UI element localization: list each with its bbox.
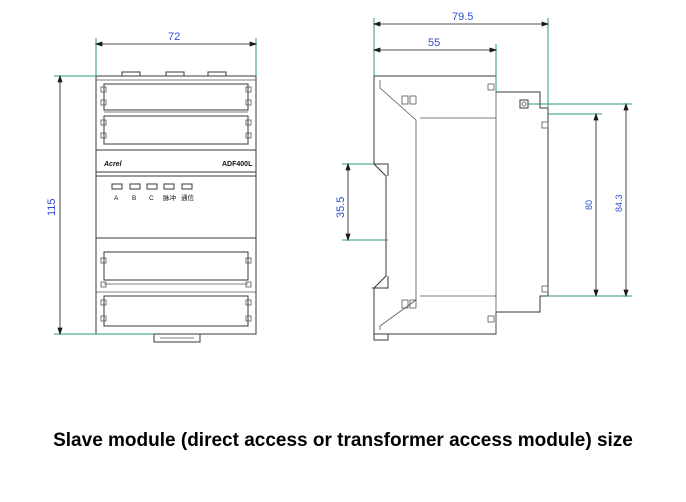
figure-caption: Slave module (direct access or transform… [53, 430, 633, 451]
front-height-dimension: 115 [46, 198, 58, 216]
front-body-outline [95, 75, 257, 335]
indicator-label-c: C [149, 195, 154, 202]
side-view: 79.5 55 35.5 80 84.3 [335, 11, 632, 341]
side-total-depth-dimension: 79.5 [452, 11, 473, 23]
side-height-dimension-b: 84.3 [614, 194, 624, 212]
dimension-drawing: Acrel ADF400L A B C 脉冲 通信 [46, 11, 632, 343]
side-depth-dimension: 55 [428, 37, 440, 49]
side-height-dimension-a: 80 [584, 200, 594, 210]
model-label: ADF400L [222, 161, 253, 168]
front-width-dimension: 72 [168, 31, 180, 43]
indicator-label-b: B [132, 195, 136, 202]
side-body-outline [373, 75, 549, 335]
side-rail-dimension: 35.5 [335, 197, 347, 218]
indicator-label-a: A [114, 195, 119, 202]
brand-label: Acrel [103, 161, 123, 168]
indicator-label-pulse: 脉冲 [163, 193, 177, 202]
indicator-label-comm: 通信 [181, 193, 195, 202]
front-view: Acrel ADF400L A B C 脉冲 通信 [46, 31, 258, 343]
